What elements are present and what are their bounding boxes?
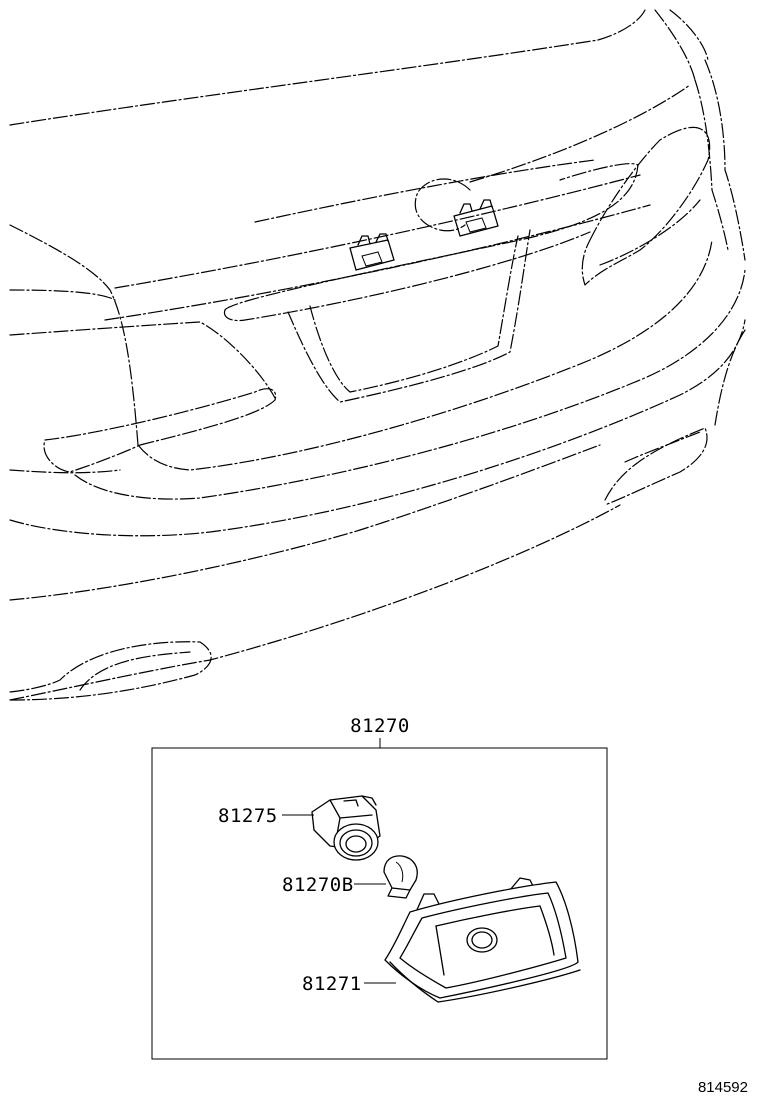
illustration-reference-number: 814592 <box>698 1079 748 1096</box>
lens-part-number: 81271 <box>302 973 362 995</box>
assembly-part-number: 81270 <box>350 715 410 737</box>
socket-part-number: 81275 <box>218 805 278 827</box>
lens-housing-component <box>384 877 581 1003</box>
socket-component <box>311 795 381 861</box>
bulb-component <box>383 855 418 899</box>
car-rear-outline <box>9 9 746 701</box>
lamp-mount-left <box>349 233 395 271</box>
lamp-mount-right <box>453 199 499 237</box>
assembly-frame <box>151 747 608 1060</box>
bulb-part-number: 81270B <box>282 874 354 896</box>
